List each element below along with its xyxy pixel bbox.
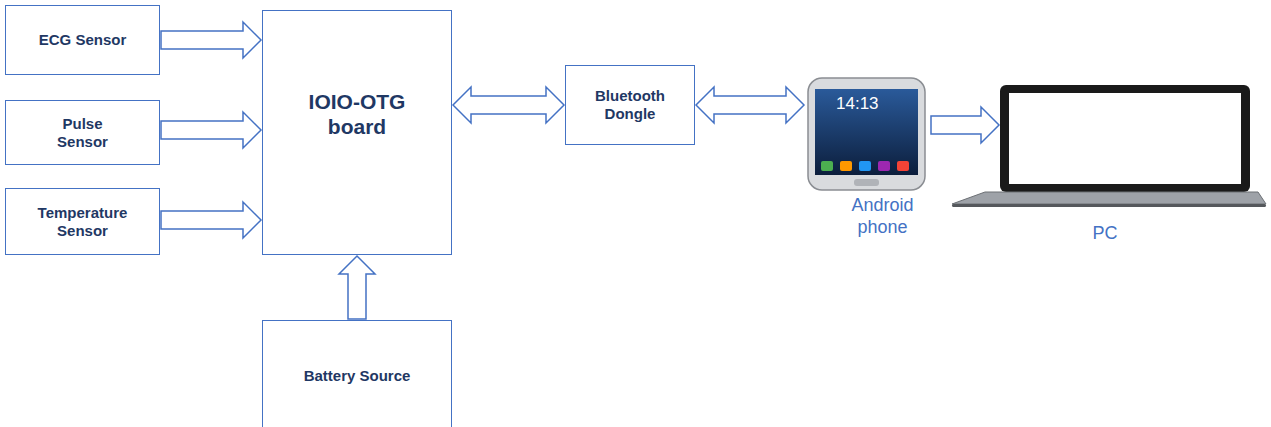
laptop-edge xyxy=(952,204,1266,207)
app-icon xyxy=(840,161,852,171)
node-label: PC xyxy=(1060,223,1150,245)
sensor-box: Temperature Sensor xyxy=(5,188,160,255)
node-label: Android phone xyxy=(835,195,930,238)
app-icon xyxy=(859,161,871,171)
sensor-box: Pulse Sensor xyxy=(5,100,160,165)
clock-text: 14:13 xyxy=(836,94,879,114)
block-arrow xyxy=(161,112,261,148)
board-box: IOIO-OTG board xyxy=(262,10,452,255)
block-arrow xyxy=(161,22,261,58)
block-arrow xyxy=(161,202,261,238)
home-button xyxy=(854,179,879,186)
phone-body xyxy=(808,78,925,190)
pc-node: PC xyxy=(1000,80,1266,255)
block-arrow xyxy=(931,107,999,143)
app-icon xyxy=(821,161,833,171)
phone-screen xyxy=(815,89,918,175)
laptop-screen xyxy=(1009,93,1241,184)
node-label: Temperature Sensor xyxy=(27,204,139,240)
laptop-base xyxy=(952,192,1266,204)
app-icon xyxy=(897,161,909,171)
node-label: IOIO-OTG board xyxy=(297,89,417,139)
laptop-illustration xyxy=(1000,80,1266,255)
block-arrow xyxy=(453,87,564,123)
node-label: Bluetooth Dongle xyxy=(585,87,675,123)
block-arrow xyxy=(339,256,375,319)
block-arrow xyxy=(696,87,804,123)
laptop-lid xyxy=(1000,85,1250,192)
app-icon xyxy=(878,161,890,171)
node-label: Battery Source xyxy=(304,367,411,385)
battery-box: Battery Source xyxy=(262,320,452,427)
sensor-box: ECG Sensor xyxy=(5,5,160,75)
dongle-box: Bluetooth Dongle xyxy=(565,65,695,145)
node-label: ECG Sensor xyxy=(39,31,127,49)
node-label: Pulse Sensor xyxy=(43,115,123,151)
